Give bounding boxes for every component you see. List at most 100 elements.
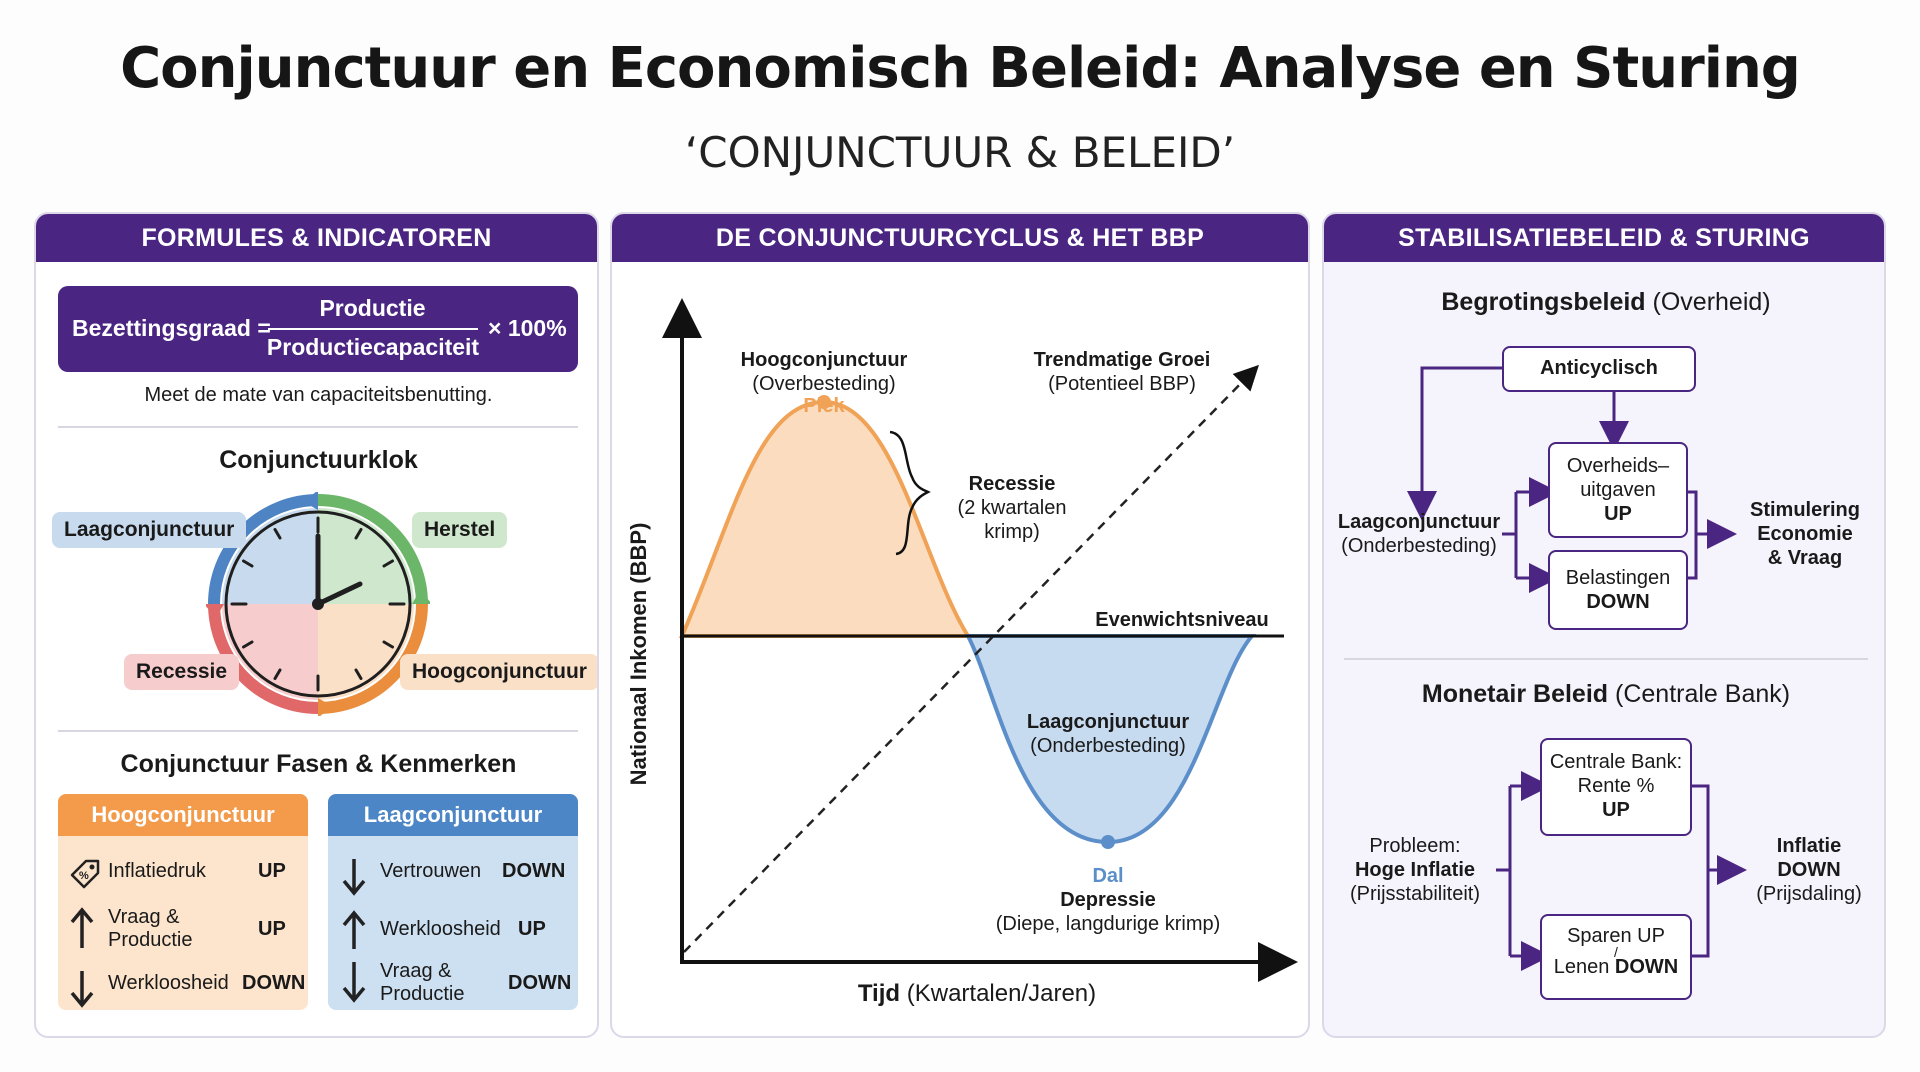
- inflatie-node: Inflatie DOWN (Prijsdaling): [1736, 834, 1882, 906]
- row-value: DOWN: [242, 972, 306, 994]
- x-axis-label-rest: (Kwartalen/Jaren): [906, 980, 1097, 1007]
- depressie-label: Depressie: [1060, 889, 1156, 911]
- dal-label: Dal: [1092, 865, 1124, 887]
- monetair-title: Monetair Beleid (Centrale Bank): [1324, 680, 1884, 708]
- page-title: Conjunctuur en Economisch Beleid: Analys…: [120, 36, 1801, 101]
- row-value: UP: [258, 918, 286, 940]
- laag-header: Laagconjunctuur: [328, 794, 578, 836]
- slash: /: [1614, 944, 1618, 960]
- overheid-value: UP: [1604, 503, 1632, 525]
- clock-title: Conjunctuurklok: [219, 446, 418, 474]
- panel-header: DE CONJUNCTUURCYCLUS & HET BBP: [612, 214, 1308, 262]
- panel-header: STABILISATIEBELEID & STURING: [1324, 214, 1884, 262]
- recessie-title: Recessie: [968, 473, 1056, 495]
- evenwicht-label: Evenwichtsniveau: [1095, 609, 1269, 631]
- laag-card: Vertrouwen DOWN Werkloosheid UP Vraag & …: [328, 836, 578, 1010]
- list-item: Werkloosheid DOWN: [68, 964, 305, 1008]
- belasting-line-1: Belastingen: [1565, 567, 1671, 589]
- arrow-up-icon: [342, 910, 366, 949]
- page-subtitle: ‘CONJUNCTUUR & BELEID’: [684, 128, 1236, 177]
- monetair-title-rest: (Centrale Bank): [1615, 680, 1791, 708]
- stim-line-1: Stimulering: [1749, 499, 1860, 521]
- monetair-title-bold: Monetair Beleid: [1421, 680, 1609, 708]
- laag-line-1: Laagconjunctuur: [1337, 511, 1501, 533]
- anticyclisch-box: Anticyclisch: [1502, 346, 1696, 392]
- list-item: Vraag & Productie UP: [68, 904, 300, 954]
- prob-line-3: (Prijsstabiliteit): [1349, 883, 1481, 905]
- list-item: Vertrouwen DOWN: [340, 852, 572, 896]
- x-axis-label: Tijd (Kwartalen/Jaren): [812, 982, 1142, 1006]
- cb-line-1: Centrale Bank:: [1549, 751, 1683, 773]
- sparen-lenen-box: Sparen UP / Lenen DOWN: [1540, 914, 1692, 1000]
- dal-point: [1101, 835, 1115, 849]
- overheidsuitgaven-box: Overheids– uitgaven UP: [1548, 442, 1688, 538]
- cb-value: UP: [1602, 799, 1630, 821]
- divider: [58, 730, 578, 732]
- row-value: DOWN: [502, 860, 566, 882]
- trend-sub: (Potentieel BBP): [1048, 373, 1196, 395]
- hoog-header: Hoogconjunctuur: [58, 794, 308, 836]
- panel-stabilisatie: STABILISATIEBELEID & STURING Begrotingsb…: [1322, 212, 1886, 1038]
- clock-label-hoogconjunctuur: Hoogconjunctuur: [400, 654, 597, 690]
- row-label: Inflatiedruk: [108, 860, 206, 882]
- recessie-sub-2: krimp): [984, 521, 1040, 543]
- panel-formules: FORMULES & INDICATOREN Bezettingsgraad =…: [34, 212, 599, 1038]
- cb-line-2: Rente %: [1577, 775, 1655, 797]
- row-label: Werkloosheid: [108, 972, 229, 994]
- divider: [1344, 658, 1868, 660]
- divider: [58, 426, 578, 428]
- clock-label-laagconjunctuur: Laagconjunctuur: [52, 512, 247, 548]
- list-item: % Inflatiedruk UP: [68, 852, 300, 892]
- list-item: Vraag & Productie DOWN: [340, 958, 572, 1008]
- clock-label-recessie: Recessie: [124, 654, 240, 690]
- trend-title: Trendmatige Groei: [1033, 349, 1211, 371]
- formula-box: Bezettingsgraad = Productie Productiecap…: [58, 286, 578, 372]
- svg-text:%: %: [79, 870, 89, 882]
- piek-point: [817, 395, 831, 409]
- flow-connectors: [1407, 366, 1747, 971]
- row-label: Vraag & Productie: [108, 906, 193, 951]
- arrow-down-icon: [70, 971, 94, 1008]
- conjunctuur-clock: [206, 492, 430, 716]
- infl-line-2: DOWN: [1777, 859, 1841, 881]
- formula-denominator: Productiecapaciteit: [266, 334, 480, 360]
- centrale-bank-box: Centrale Bank: Rente % UP: [1540, 738, 1692, 836]
- probleem-node: Probleem: Hoge Inflatie (Prijsstabilitei…: [1330, 834, 1500, 906]
- y-axis-label: Nationaal Inkomen (BBP): [626, 522, 651, 786]
- list-item: Werkloosheid UP: [340, 906, 572, 950]
- hoog-card: % Inflatiedruk UP Vraag & Productie UP W…: [58, 836, 308, 1010]
- laag-title: Laagconjunctuur: [1026, 711, 1190, 733]
- row-label: Vraag & Productie: [380, 960, 465, 1005]
- hoog-area: [678, 399, 972, 638]
- row-label: Werkloosheid: [380, 918, 501, 940]
- stim-line-3: & Vraag: [1767, 547, 1843, 569]
- arrow-down-icon: [342, 962, 366, 1003]
- hoog-title: Hoogconjunctuur: [740, 349, 908, 371]
- stim-line-2: Economie: [1757, 523, 1853, 545]
- panel-cyclus: DE CONJUNCTUURCYCLUS & HET BBP Nationaal…: [610, 212, 1310, 1038]
- infl-line-1: Inflatie: [1776, 835, 1842, 857]
- arrow-down-icon: [342, 859, 366, 896]
- overheid-line-1: Overheids–: [1566, 455, 1670, 477]
- begroting-title-rest: (Overheid): [1652, 288, 1771, 316]
- x-axis-label-bold: Tijd: [857, 980, 901, 1007]
- formula-lhs: Bezettingsgraad =: [72, 315, 271, 341]
- arrow-up-icon: [70, 907, 94, 948]
- row-value: UP: [258, 860, 286, 882]
- stimulering-node: Stimulering Economie & Vraag: [1728, 498, 1882, 570]
- clock-label-herstel: Herstel: [412, 512, 508, 548]
- formula-note: Meet de mate van capaciteitsbenutting.: [144, 384, 493, 406]
- price-tag-icon: %: [70, 859, 100, 889]
- laagconjunctuur-node: Laagconjunctuur (Onderbesteding): [1332, 510, 1506, 558]
- formula-multiplier: × 100%: [488, 315, 567, 341]
- prob-line-2: Hoge Inflatie: [1354, 859, 1475, 881]
- laag-sub: (Onderbesteding): [1030, 735, 1186, 757]
- begroting-title-bold: Begrotingsbeleid: [1441, 288, 1646, 316]
- belastingen-box: Belastingen DOWN: [1548, 550, 1688, 630]
- begroting-title: Begrotingsbeleid (Overheid): [1324, 288, 1884, 316]
- phases-title: Conjunctuur Fasen & Kenmerken: [120, 750, 517, 778]
- trend-line: [683, 364, 1259, 953]
- formula-numerator: Productie: [319, 295, 426, 321]
- piek-label: Piek: [803, 395, 845, 417]
- hoog-sub: (Overbesteding): [752, 373, 896, 395]
